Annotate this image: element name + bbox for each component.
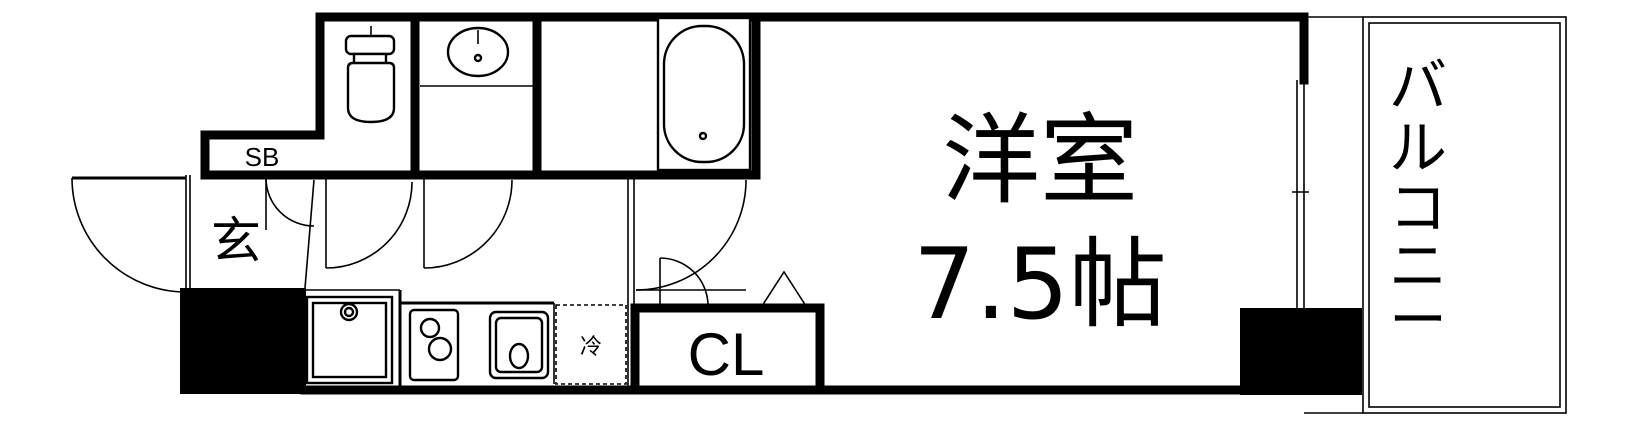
balcony-label: バ ル コ ニ ー — [1389, 52, 1447, 354]
entrance-step-notch — [208, 288, 258, 306]
refrigerator-label: 冷 — [580, 335, 602, 360]
washroom-door — [423, 178, 513, 269]
room-door — [635, 179, 747, 291]
bathtub-icon — [656, 16, 752, 172]
western-room-size: 7.5帖 — [913, 228, 1167, 342]
balcony-char: ー — [1389, 286, 1447, 354]
corridor-lines — [185, 175, 635, 388]
balcony-char: ル — [1389, 114, 1447, 182]
kitchen-counter — [398, 290, 555, 390]
closet-label: CL — [688, 321, 765, 388]
washing-machine-pan-icon — [305, 295, 394, 385]
entrance-label: 玄 — [211, 212, 261, 270]
entrance-door — [71, 176, 187, 293]
balcony-window — [1292, 80, 1309, 308]
closet-door — [659, 257, 808, 309]
toilet-door — [325, 178, 413, 269]
wash-basin-icon — [446, 26, 510, 78]
refrigerator-space — [555, 304, 627, 385]
western-room-name: 洋室 — [942, 104, 1138, 218]
balcony-char: コ — [1389, 174, 1447, 242]
shoebox-label: SB — [245, 142, 280, 172]
balcony-area — [1304, 16, 1567, 414]
structural-column-right — [1240, 308, 1362, 395]
balcony-char: ニ — [1389, 232, 1447, 300]
balcony-char: バ — [1389, 52, 1447, 120]
sink-icon — [488, 310, 550, 380]
shoebox-door — [265, 177, 315, 289]
toilet-icon — [344, 26, 396, 124]
stove-icon — [408, 308, 460, 382]
exterior-walls — [200, 12, 1309, 395]
